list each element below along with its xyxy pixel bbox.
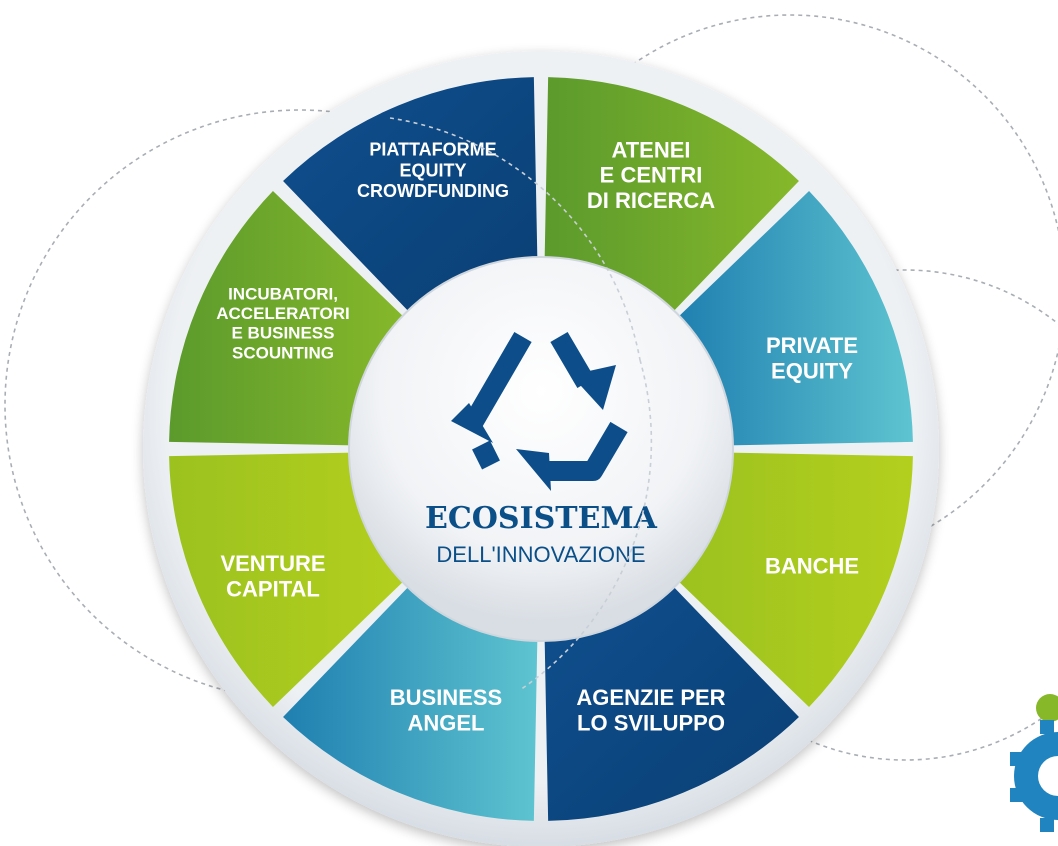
segment-label-line: EQUITY (771, 358, 853, 383)
segment-label-line: AGENZIE PER (576, 685, 725, 710)
center-subtitle: DELL'INNOVAZIONE (436, 542, 645, 567)
decorative-orbit-overlay (389, 117, 653, 691)
segment-label-line: ANGEL (408, 710, 485, 735)
segment-label-line: CAPITAL (226, 576, 320, 601)
segment-venture-capital (169, 452, 406, 707)
segment-label-line: SCOUNTING (232, 343, 334, 362)
segment-atenei (544, 77, 799, 314)
segment-piattaforme (283, 77, 538, 314)
segment-label-line: CROWDFUNDING (357, 181, 509, 201)
segment-label-line: PRIVATE (766, 333, 858, 358)
segment-label-line: E BUSINESS (232, 324, 335, 343)
segment-private-equity (676, 191, 913, 446)
center-title: ECOSISTEMA (425, 501, 658, 536)
segment-label-line: BUSINESS (390, 685, 502, 710)
gear-icon (1010, 694, 1058, 832)
segment-label-line: LO SVILUPPO (577, 710, 725, 735)
segment-label-line: ACCELERATORI (216, 304, 350, 323)
segment-incubatori (169, 191, 406, 446)
segment-label-line: INCUBATORI, (228, 285, 338, 304)
segment-label-line: PIATTAFORME (369, 140, 496, 160)
center-disc (348, 256, 734, 642)
segment-label-line: EQUITY (399, 160, 466, 180)
segment-agenzie (544, 584, 799, 821)
segment-label-line: VENTURE (220, 551, 325, 576)
segment-label-line: DI RICERCA (587, 188, 715, 213)
recycle-arrows-icon (451, 331, 628, 491)
segment-label-banche: BANCHE (765, 554, 859, 579)
segment-business-angel (283, 584, 538, 821)
segment-label-line: E CENTRI (600, 163, 703, 188)
segment-label-line: ATENEI (611, 137, 690, 162)
segment-banche (676, 452, 913, 707)
segment-label-line: BANCHE (765, 554, 859, 579)
